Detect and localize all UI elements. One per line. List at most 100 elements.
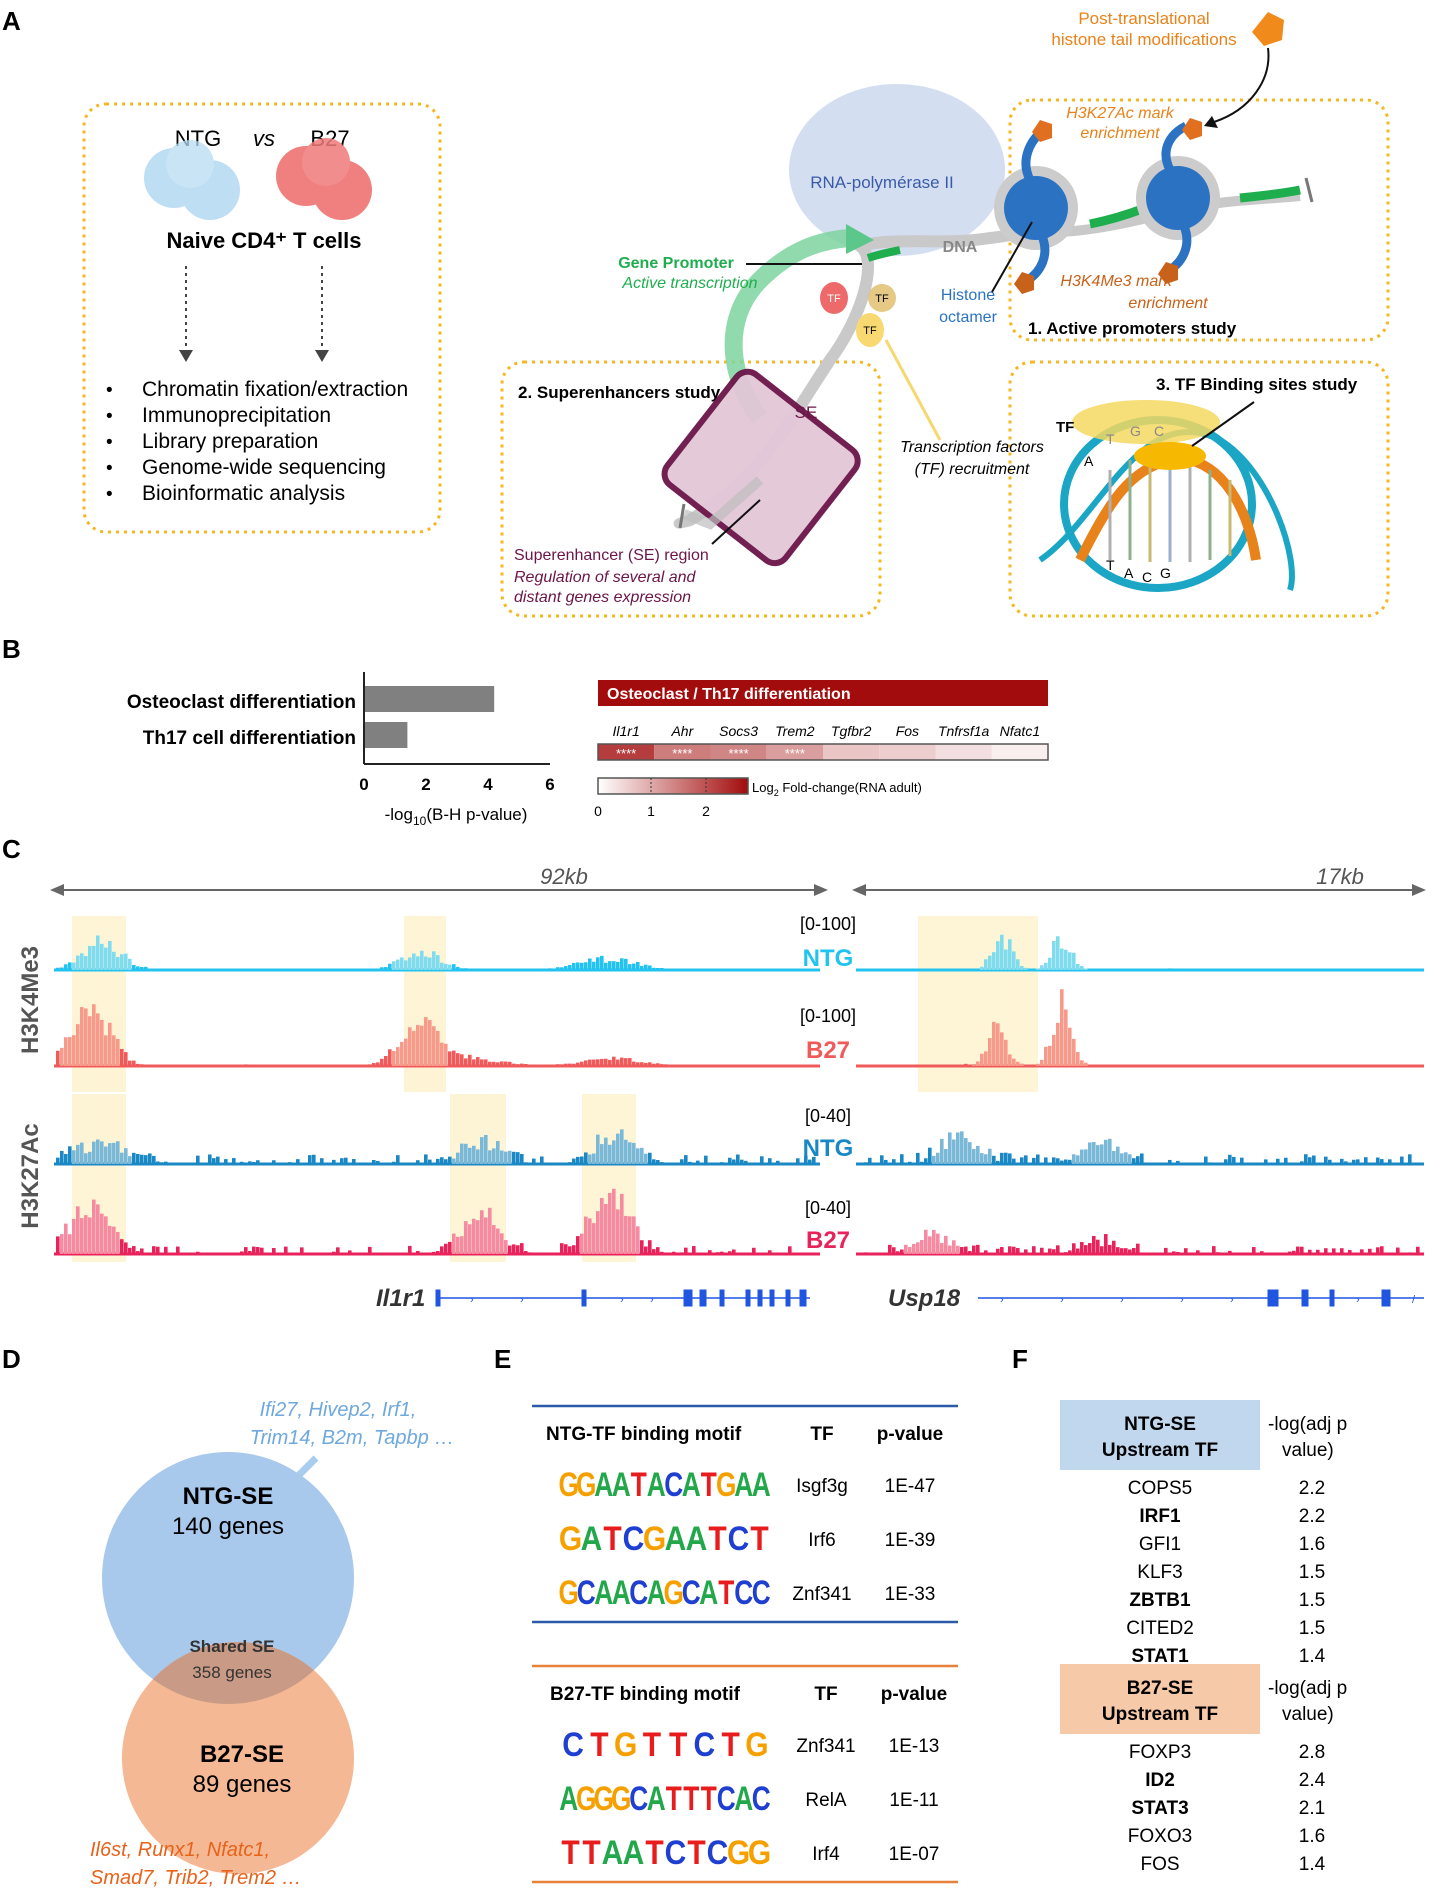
venn-shared-title: Shared SE [189, 1637, 274, 1656]
histone-pointer [991, 221, 1033, 293]
colorscale-tick-1: 1 [647, 803, 655, 819]
ntg-upstream-header-2: Upstream TF [1102, 1440, 1218, 1461]
svg-text:A: A [682, 1466, 701, 1504]
histone-label-2: octamer [939, 309, 997, 326]
ntg-genes-line1: Ifi27, Hivep2, Irf1, [260, 1399, 417, 1421]
study3-box [1008, 360, 1390, 618]
b27-upstream-value-5: 1.4 [1299, 1854, 1326, 1875]
ntg-upstream-value-5: 1.5 [1299, 1590, 1325, 1611]
svg-text:A: A [647, 1574, 666, 1612]
svg-text:T: T [631, 1466, 647, 1504]
ntg-upstream-value-3: 1.6 [1299, 1534, 1325, 1555]
ntg-upstream-tf-7: STAT1 [1131, 1646, 1189, 1667]
se-region-label: Superenhancer (SE) region [514, 547, 709, 564]
svg-text:A: A [559, 1780, 578, 1818]
colorscale-bar [597, 777, 749, 795]
panel-label-a: A [2, 6, 21, 36]
panel-label-d: D [2, 1344, 21, 1374]
h3k4-label-1: H3K4Me3 mark [1060, 273, 1172, 290]
svg-text:TF: TF [863, 325, 877, 337]
svg-text:TF: TF [875, 293, 889, 305]
track4-label: B27 [806, 1227, 850, 1254]
tf-recruit-pointer [884, 339, 942, 441]
svg-text:G: G [576, 1466, 596, 1504]
study1-label: 1. Active promoters study [1028, 319, 1237, 338]
heatmap-gene-Fos: Fos [896, 723, 919, 739]
b27-motif-header: B27-TF binding motif [550, 1684, 741, 1705]
svg-text:T: T [750, 1519, 769, 1557]
se-dna [682, 476, 764, 530]
h3k27-label-2: enrichment [1080, 125, 1160, 142]
svg-text:›: › [1120, 1294, 1124, 1306]
svg-text:T: T [721, 1725, 740, 1763]
heatmap-gene-Ahr: Ahr [670, 723, 694, 739]
svg-text:C: C [629, 1574, 648, 1612]
step-3: Library preparation [142, 430, 318, 453]
b27-p-header: p-value [881, 1684, 948, 1705]
tf-red-blob [820, 282, 848, 314]
bar-chart [364, 686, 495, 748]
svg-text:A: A [612, 1574, 631, 1612]
dna-end-right [1304, 177, 1314, 203]
b27-upstream-value-2: 2.4 [1299, 1770, 1326, 1791]
svg-text:T: T [718, 1574, 734, 1612]
svg-text:C: C [717, 1780, 736, 1818]
heatmap-cell-Tgfbr2 [823, 744, 880, 760]
svg-text:A: A [602, 1833, 624, 1871]
svg-text:C: C [629, 1780, 648, 1818]
heatmap-cell-Fos [879, 744, 936, 760]
mark-label-h3k4me3: H3K4Me3 [17, 946, 44, 1054]
svg-text:C: C [665, 1833, 687, 1871]
ntg-upstream-tf-3: GFI1 [1139, 1534, 1181, 1555]
b27-upstream-tf-5: FOS [1140, 1854, 1179, 1875]
svg-text:C: C [623, 1519, 645, 1557]
svg-text:›: › [650, 1294, 654, 1306]
study2-label: 2. Superenhancers study [518, 383, 721, 402]
ntg-upstream-tf-6: CITED2 [1126, 1618, 1194, 1639]
svg-text:T: T [561, 1833, 580, 1871]
ntg-col-header-1: -log(adj p [1268, 1414, 1347, 1435]
svg-text:•: • [106, 432, 113, 453]
svg-text:C: C [694, 1725, 716, 1763]
bar-category-2: Th17 cell differentiation [143, 728, 356, 749]
svg-text:A: A [623, 1833, 645, 1871]
se-reg-line1: Regulation of several and [514, 569, 697, 586]
base-g-top: G [1130, 423, 1141, 439]
svg-text:G: G [559, 1519, 582, 1557]
svg-text:›: › [1356, 1294, 1360, 1306]
track3-label: NTG [803, 1135, 854, 1162]
signal-track-3 [54, 1129, 1424, 1166]
track3-range: [0-40] [805, 1106, 851, 1126]
svg-text:G: G [559, 1574, 579, 1612]
svg-text:A: A [734, 1466, 753, 1504]
colorscale-tick-2: 2 [702, 803, 710, 819]
svg-text:A: A [594, 1574, 613, 1612]
b27-upstream-tf-4: FOXO3 [1128, 1826, 1192, 1847]
track1-range: [0-100] [800, 914, 856, 934]
ptm-arrow [1213, 47, 1270, 123]
heatmap-cell-Tnfrsf1a [935, 744, 992, 760]
svg-text:A: A [581, 1519, 603, 1557]
svg-text:G: G [614, 1725, 637, 1763]
promoter-arrowhead [846, 224, 874, 254]
ptm-pentagon-icon [1252, 12, 1284, 46]
svg-text:›: › [1000, 1294, 1004, 1306]
base-g-bottom: G [1160, 565, 1171, 581]
heatmap-cell-Il1r1 [598, 744, 655, 760]
heatmap-stars-Socs3: **** [729, 746, 749, 761]
rna-polymerase-label: RNA-polymérase II [810, 173, 954, 192]
tf-recruit-label-2: (TF) recruitment [915, 461, 1030, 478]
study3-label: 3. TF Binding sites study [1156, 375, 1358, 394]
workflow-box [82, 102, 442, 534]
svg-text:T: T [683, 1780, 699, 1818]
ntg-motif-header: NTG-TF binding motif [546, 1424, 742, 1445]
b27-motif-p-2: 1E-11 [889, 1790, 938, 1811]
tf-recruit-label-1: Transcription factors [900, 439, 1044, 456]
svg-text:T: T [590, 1725, 609, 1763]
svg-text:A: A [699, 1574, 718, 1612]
dna-label: DNA [943, 239, 978, 256]
track2-label: B27 [806, 1037, 850, 1064]
